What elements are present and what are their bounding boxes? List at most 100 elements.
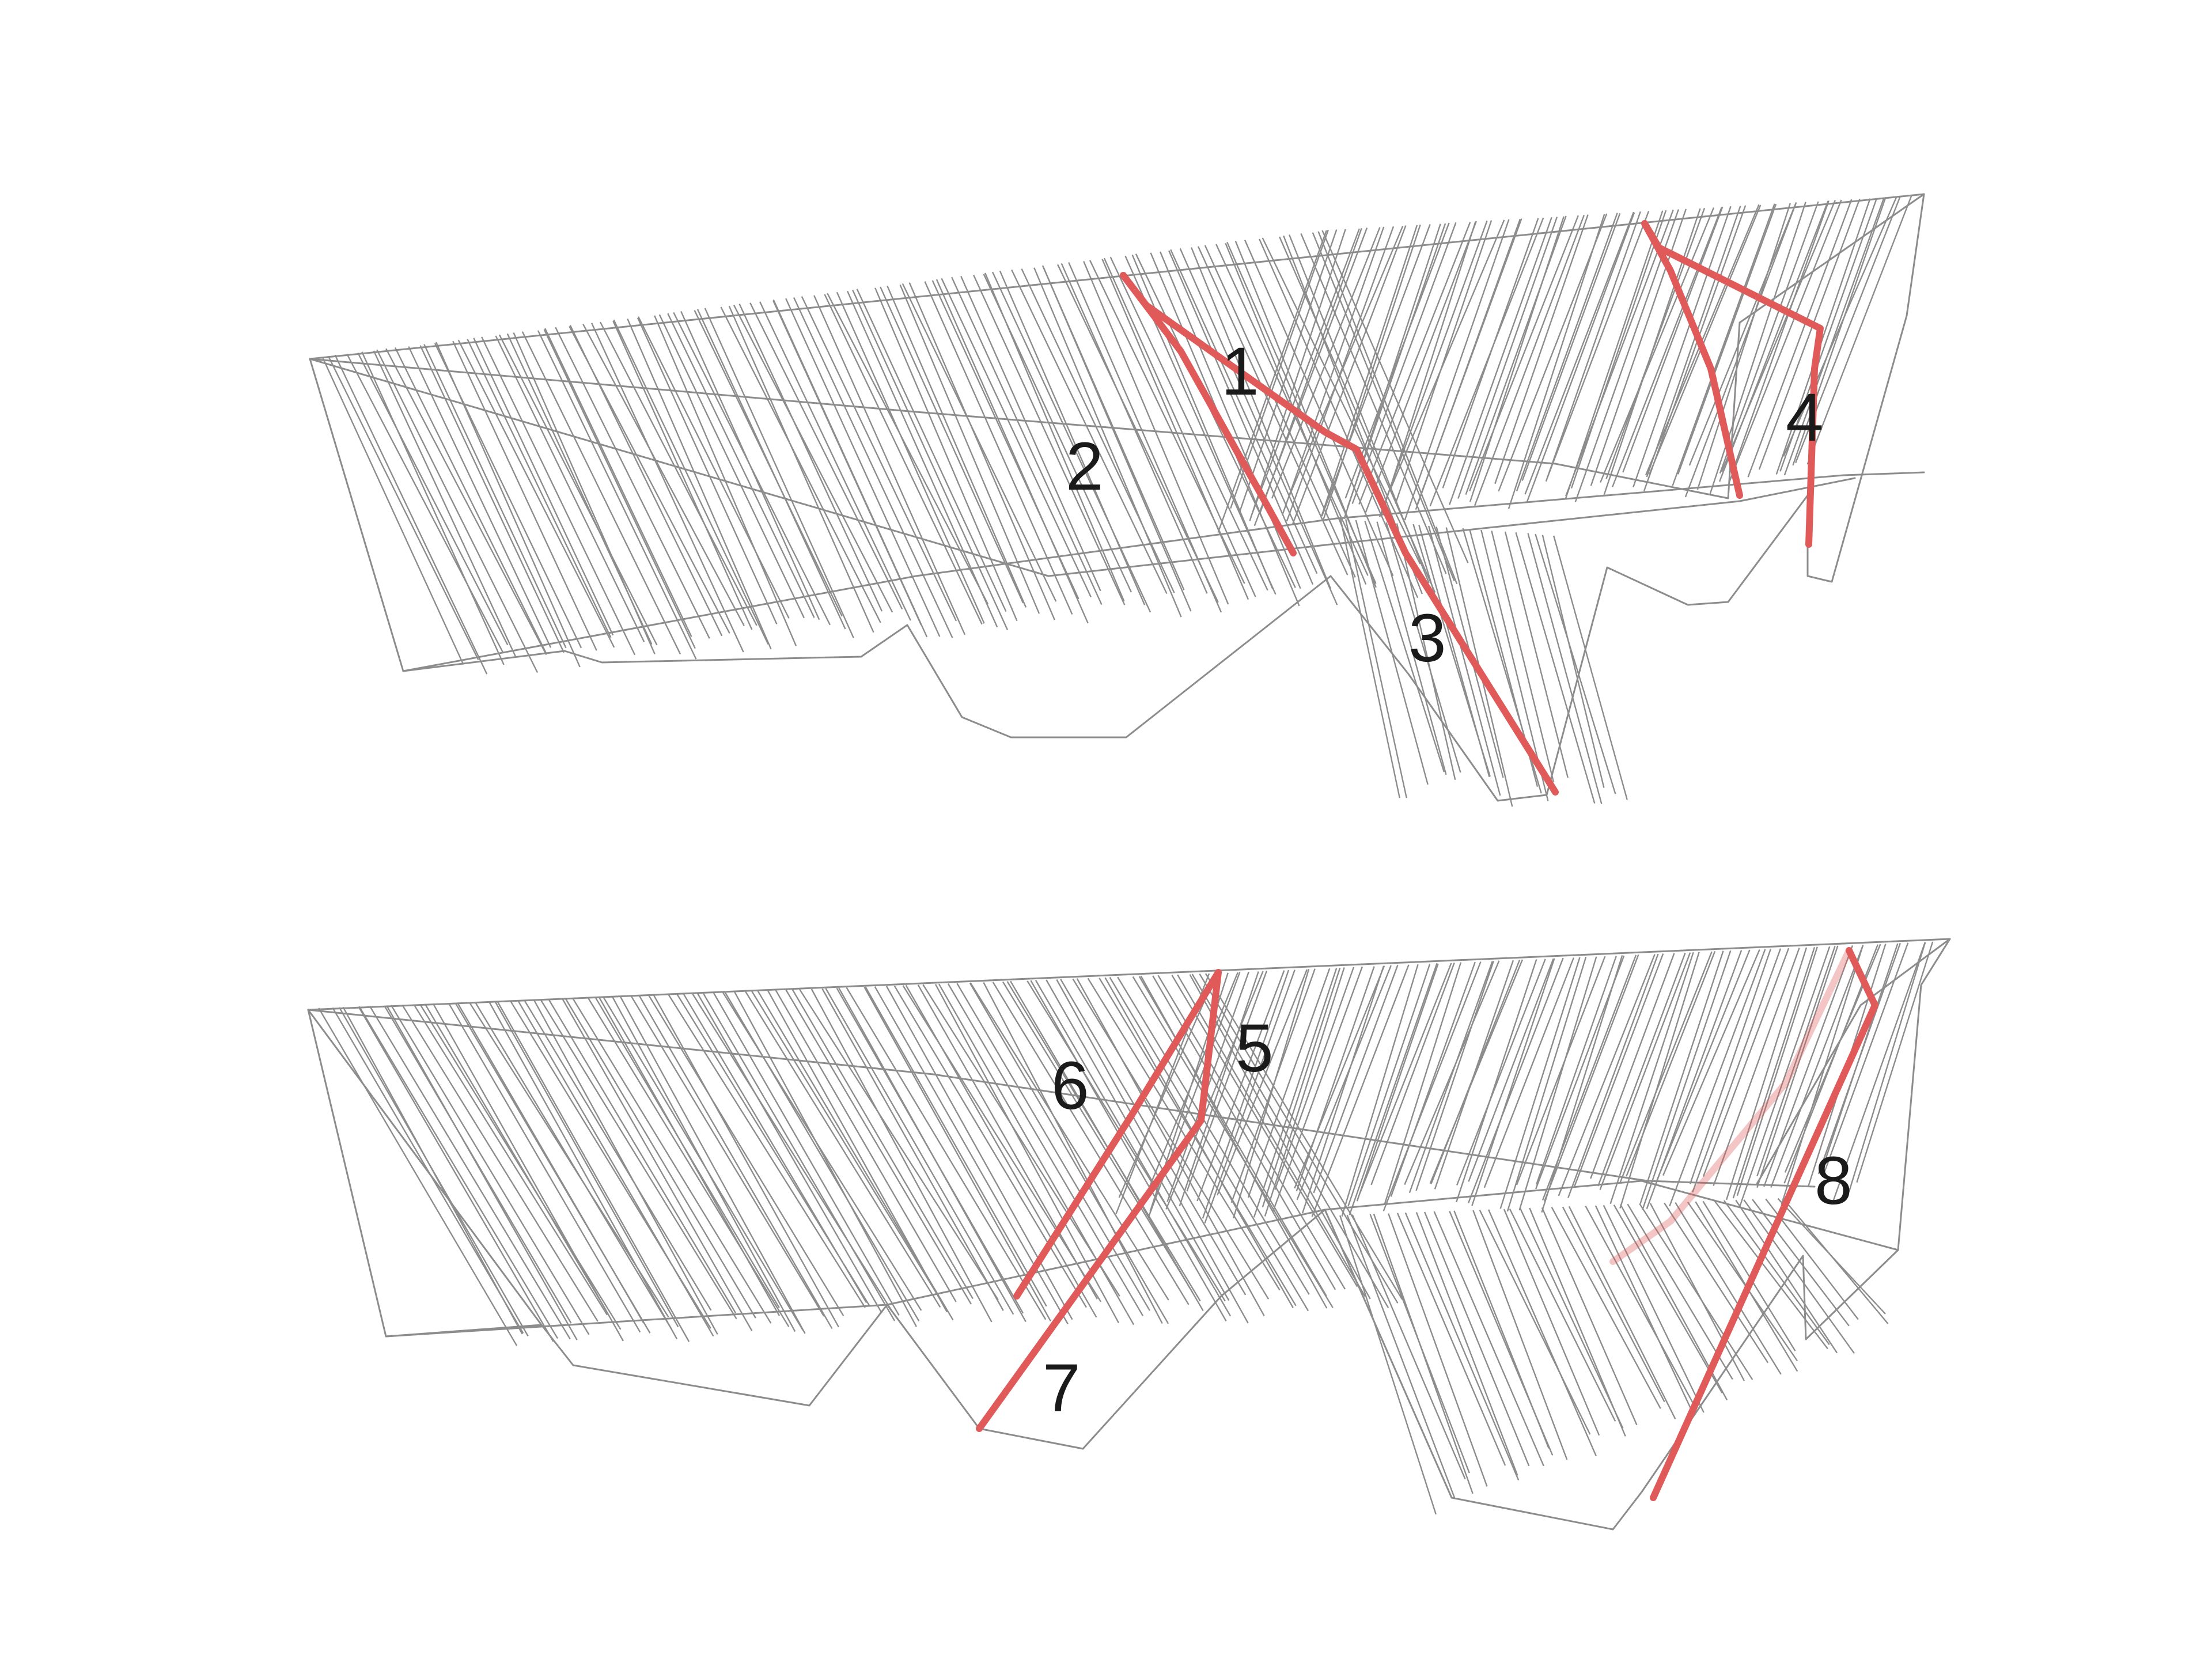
mesh-line (856, 289, 1007, 612)
mesh-line (1168, 250, 1314, 585)
mesh-line (1822, 942, 1909, 1177)
mesh-line (1499, 957, 1581, 1209)
mesh-line (1728, 199, 1842, 483)
mesh-line (947, 983, 1144, 1316)
label-8: 8 (1815, 1143, 1853, 1219)
mesh-line (1046, 979, 1230, 1301)
label-4: 4 (1786, 380, 1824, 456)
mesh-line (905, 984, 1097, 1318)
mesh-line (613, 319, 769, 645)
mesh-line (1758, 198, 1861, 470)
mesh-line (1060, 979, 1247, 1296)
mesh-line (1562, 1206, 1665, 1403)
mesh-line (1541, 535, 1605, 788)
mesh-line (376, 349, 539, 673)
mesh-line (1468, 958, 1554, 1182)
mesh-line (342, 1006, 523, 1335)
mesh-line (1491, 531, 1555, 782)
mesh-line (419, 345, 565, 653)
mesh-line (1520, 1208, 1624, 1429)
mesh-line (1770, 945, 1864, 1188)
mesh-line (734, 991, 917, 1327)
label-5: 5 (1236, 1010, 1274, 1086)
mesh-line (1359, 963, 1452, 1194)
mesh-line (569, 324, 723, 637)
mesh-line (821, 988, 1004, 1311)
mesh-line (385, 348, 547, 656)
mesh-line (413, 1004, 608, 1316)
mesh-line (1599, 952, 1691, 1190)
mesh-line (346, 353, 504, 653)
mesh-line (799, 988, 999, 1301)
mesh-line (1782, 196, 1897, 457)
mesh-line (874, 986, 1069, 1324)
mesh-line (813, 295, 966, 635)
mesh-line (1358, 222, 1471, 505)
mesh-line (1688, 202, 1797, 466)
mesh-line (1611, 207, 1723, 487)
bottom-model-ridge (1756, 938, 1951, 1185)
mesh-line (1605, 207, 1706, 479)
mesh-line (1570, 210, 1667, 488)
mesh-line (785, 298, 941, 637)
mesh-line (456, 1002, 645, 1324)
mesh-line (473, 338, 614, 636)
mesh-line (1735, 1199, 1838, 1354)
mesh-line (1541, 955, 1623, 1213)
mesh-line (1677, 203, 1777, 475)
mesh-line (852, 290, 1009, 630)
mesh-line (1388, 1213, 1488, 1487)
mesh-line (827, 293, 989, 605)
mesh-line (1696, 203, 1791, 490)
mesh-line (1423, 1211, 1530, 1467)
mesh-line (327, 355, 479, 660)
mesh-line (1545, 211, 1641, 482)
mesh-line (1472, 1210, 1568, 1460)
mesh-line (1033, 267, 1182, 618)
mesh-line (1643, 205, 1747, 491)
mesh-line (386, 1005, 578, 1340)
mesh-line (419, 1003, 622, 1330)
mesh-line (1370, 962, 1455, 1185)
mesh-line (1817, 942, 1901, 1175)
mesh-line (1469, 215, 1579, 491)
mesh-line (474, 1001, 672, 1330)
mesh-line (1736, 946, 1818, 1196)
mesh-line (1494, 214, 1589, 484)
mesh-line (358, 1006, 554, 1342)
mesh-line (1142, 972, 1238, 1202)
label-6: 6 (1051, 1048, 1089, 1124)
label-2: 2 (1066, 429, 1104, 505)
mesh-line (775, 990, 957, 1302)
mesh-line (1159, 251, 1301, 589)
mesh-line (938, 983, 1135, 1325)
mesh-line (772, 299, 928, 638)
mesh-line (1404, 1212, 1520, 1480)
mesh-line (1351, 1214, 1466, 1480)
mesh-line (1101, 259, 1249, 600)
mesh-line (1719, 201, 1819, 474)
mesh-line (1416, 218, 1522, 506)
mesh-line (1529, 1207, 1626, 1437)
mesh-line (1626, 950, 1716, 1177)
mesh-line (941, 278, 1092, 598)
mesh-line (630, 995, 825, 1317)
mesh-line (924, 281, 1073, 615)
mesh-line (1244, 240, 1394, 577)
mesh-line (922, 984, 1120, 1297)
bottom-highlight-8-faint (1609, 947, 1853, 1265)
mesh-line (1010, 980, 1204, 1311)
mesh-line (533, 999, 718, 1335)
mesh-line (653, 994, 840, 1328)
mesh-line (1603, 1205, 1705, 1413)
mesh-line (1272, 966, 1363, 1211)
mesh-line (1594, 1205, 1692, 1411)
mesh-line (801, 296, 957, 622)
mesh-line (1196, 970, 1285, 1202)
mesh-line (1253, 227, 1368, 527)
mesh-line (791, 989, 974, 1300)
mesh-line (1518, 956, 1597, 1211)
mesh-line (745, 991, 941, 1308)
mesh-line (495, 335, 645, 642)
mesh-line (1792, 196, 1887, 466)
